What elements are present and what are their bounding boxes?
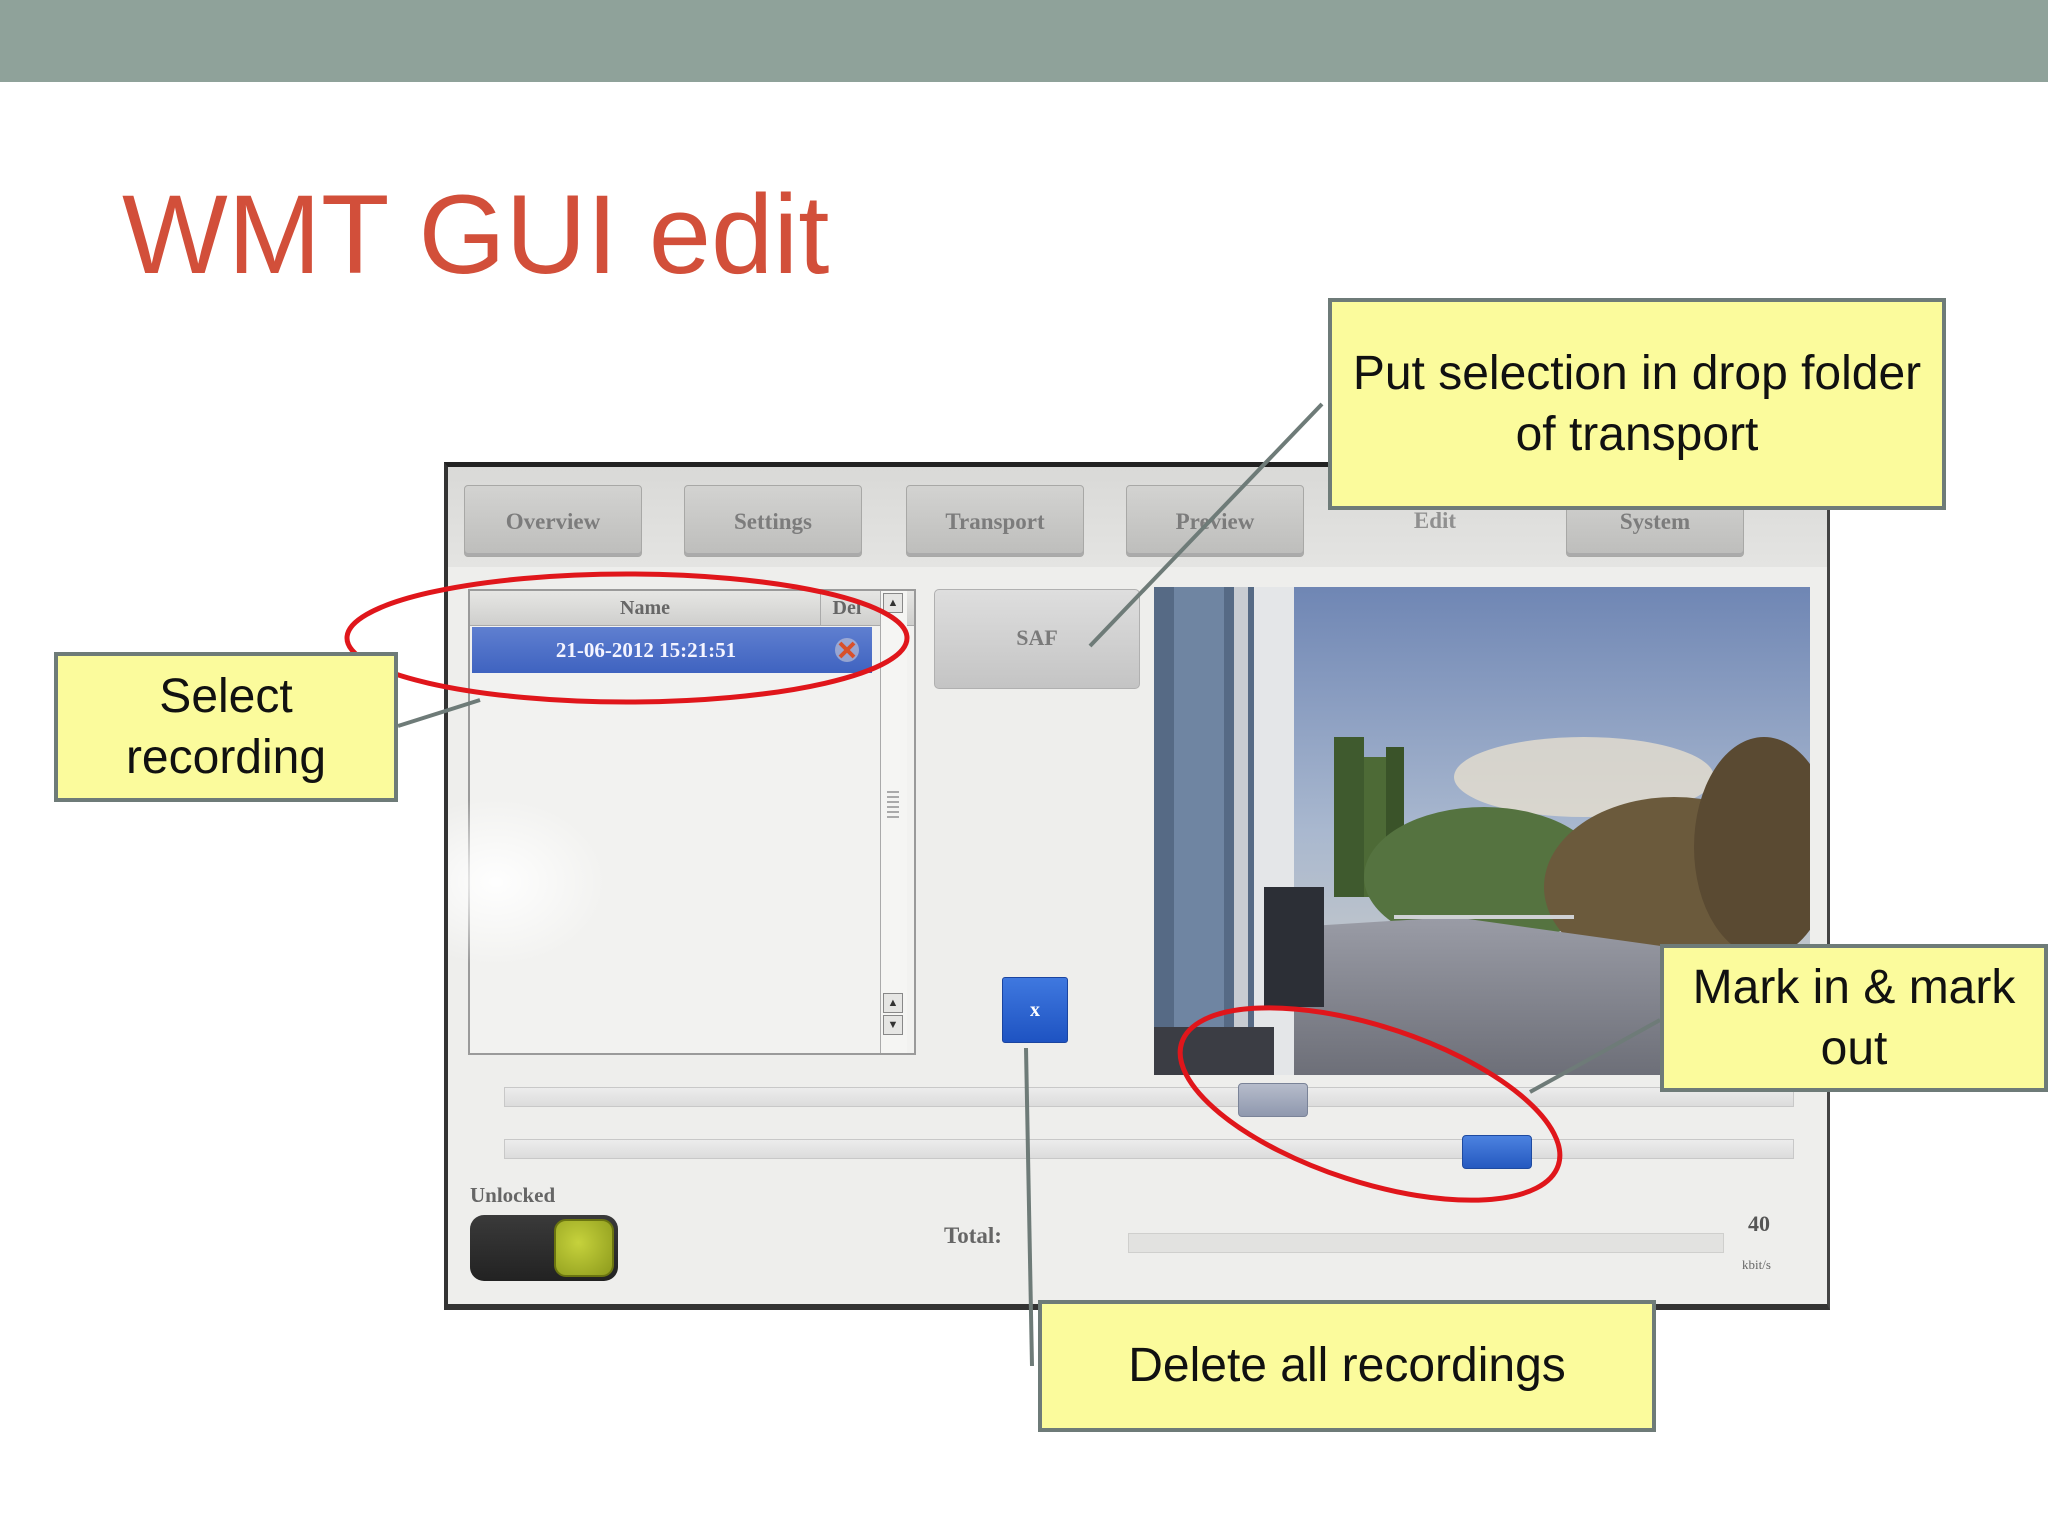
- total-unit: kbit/s: [1742, 1257, 1771, 1272]
- list-header: Name Del: [470, 591, 914, 626]
- saf-button[interactable]: SAF: [934, 589, 1140, 689]
- toggle-knob[interactable]: [554, 1219, 614, 1277]
- mark-out-handle[interactable]: [1462, 1135, 1532, 1169]
- scroll-down-icon[interactable]: ▼: [883, 1015, 903, 1035]
- scroll-up-icon[interactable]: ▲: [883, 593, 903, 613]
- recording-row[interactable]: 21-06-2012 15:21:51: [472, 627, 872, 673]
- total-value: 40: [1748, 1211, 1770, 1236]
- tab-edit[interactable]: Edit: [1413, 508, 1457, 533]
- slide-title: WMT GUI edit: [122, 172, 830, 297]
- lock-label: Unlocked: [470, 1183, 556, 1207]
- mark-out-track: [504, 1139, 1794, 1159]
- delete-all-button[interactable]: x: [1002, 977, 1068, 1043]
- callout-drop-folder: Put selection in drop folder of transpor…: [1328, 298, 1946, 510]
- callout-select-recording: Select recording: [54, 652, 398, 802]
- total-label: Total:: [944, 1223, 1002, 1248]
- tab-preview[interactable]: Preview: [1126, 485, 1304, 557]
- slide-header-bar: [0, 0, 2048, 82]
- delete-x-icon[interactable]: [832, 635, 862, 665]
- wmt-touchscreen: Overview Settings Transport Preview Edit…: [444, 462, 1830, 1310]
- tab-settings[interactable]: Settings: [684, 485, 862, 557]
- total-bitrate-bar: [1128, 1233, 1724, 1253]
- tab-transport[interactable]: Transport: [906, 485, 1084, 557]
- scroll-grip[interactable]: [887, 791, 899, 821]
- mark-in-track: [504, 1087, 1794, 1107]
- list-scrollbar[interactable]: ▲ ▲ ▼: [880, 591, 907, 1053]
- callout-delete-all: Delete all recordings: [1038, 1300, 1656, 1432]
- mark-in-handle[interactable]: [1238, 1083, 1308, 1117]
- tab-overview[interactable]: Overview: [464, 485, 642, 557]
- scroll-up-icon[interactable]: ▲: [883, 993, 903, 1013]
- callout-mark-in-out: Mark in & mark out: [1660, 944, 2048, 1092]
- lock-toggle[interactable]: [470, 1215, 618, 1281]
- column-header-del: Del: [832, 597, 862, 619]
- recordings-list: Name Del 21-06-2012 15:21:51 ▲ ▲ ▼: [468, 589, 916, 1055]
- recording-name: 21-06-2012 15:21:51: [555, 638, 737, 662]
- column-header-name: Name: [470, 591, 821, 625]
